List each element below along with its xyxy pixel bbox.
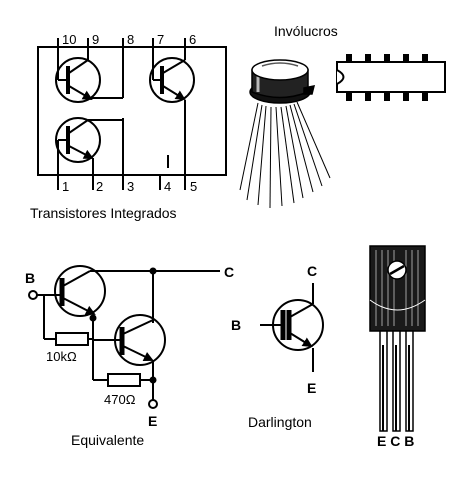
integrated-transistors-diagram bbox=[37, 38, 227, 190]
integrated-caption: Transistores Integrados bbox=[30, 205, 177, 221]
to126-pin-labels: E C B bbox=[377, 433, 415, 449]
equivalent-b-label: B bbox=[25, 270, 36, 286]
darlington-e-label: E bbox=[307, 380, 317, 396]
ic-pin-2-label: 2 bbox=[96, 179, 104, 194]
ic-pin-1-label: 1 bbox=[62, 179, 70, 194]
ic-pin-10-label: 10 bbox=[62, 32, 77, 47]
to126-package bbox=[369, 245, 426, 432]
darlington-symbol bbox=[260, 283, 324, 372]
darlington-caption: Darlington bbox=[248, 414, 312, 430]
ic-pin-8-label: 8 bbox=[127, 32, 135, 47]
ic-transistor-bottom-left bbox=[55, 117, 124, 175]
metal-can-package bbox=[239, 59, 331, 209]
ic-pin-4-label: 4 bbox=[164, 179, 172, 194]
resistor-470-label: 470Ω bbox=[104, 392, 136, 407]
junction-dots bbox=[89, 267, 157, 384]
ic-pin-7-label: 7 bbox=[157, 32, 165, 47]
ic-pin-3-label: 3 bbox=[127, 179, 135, 194]
resistor-10k-label: 10kΩ bbox=[46, 349, 77, 364]
equivalent-c-label: C bbox=[224, 264, 235, 280]
darlington-b-label: B bbox=[231, 317, 242, 333]
ic-transistor-top-right bbox=[149, 47, 195, 175]
ic-transistor-top-left bbox=[55, 47, 123, 103]
dip-package bbox=[336, 54, 446, 101]
ic-body bbox=[37, 46, 227, 176]
equivalent-caption: Equivalente bbox=[71, 432, 145, 448]
equivalent-e-label: E bbox=[148, 413, 158, 429]
packages-title: Invólucros bbox=[274, 23, 338, 39]
darlington-c-label: C bbox=[307, 263, 318, 279]
equivalent-circuit bbox=[28, 265, 220, 409]
ic-pin-9-label: 9 bbox=[92, 32, 100, 47]
ic-pin-5-label: 5 bbox=[190, 179, 198, 194]
ic-pin-6-label: 6 bbox=[189, 32, 197, 47]
